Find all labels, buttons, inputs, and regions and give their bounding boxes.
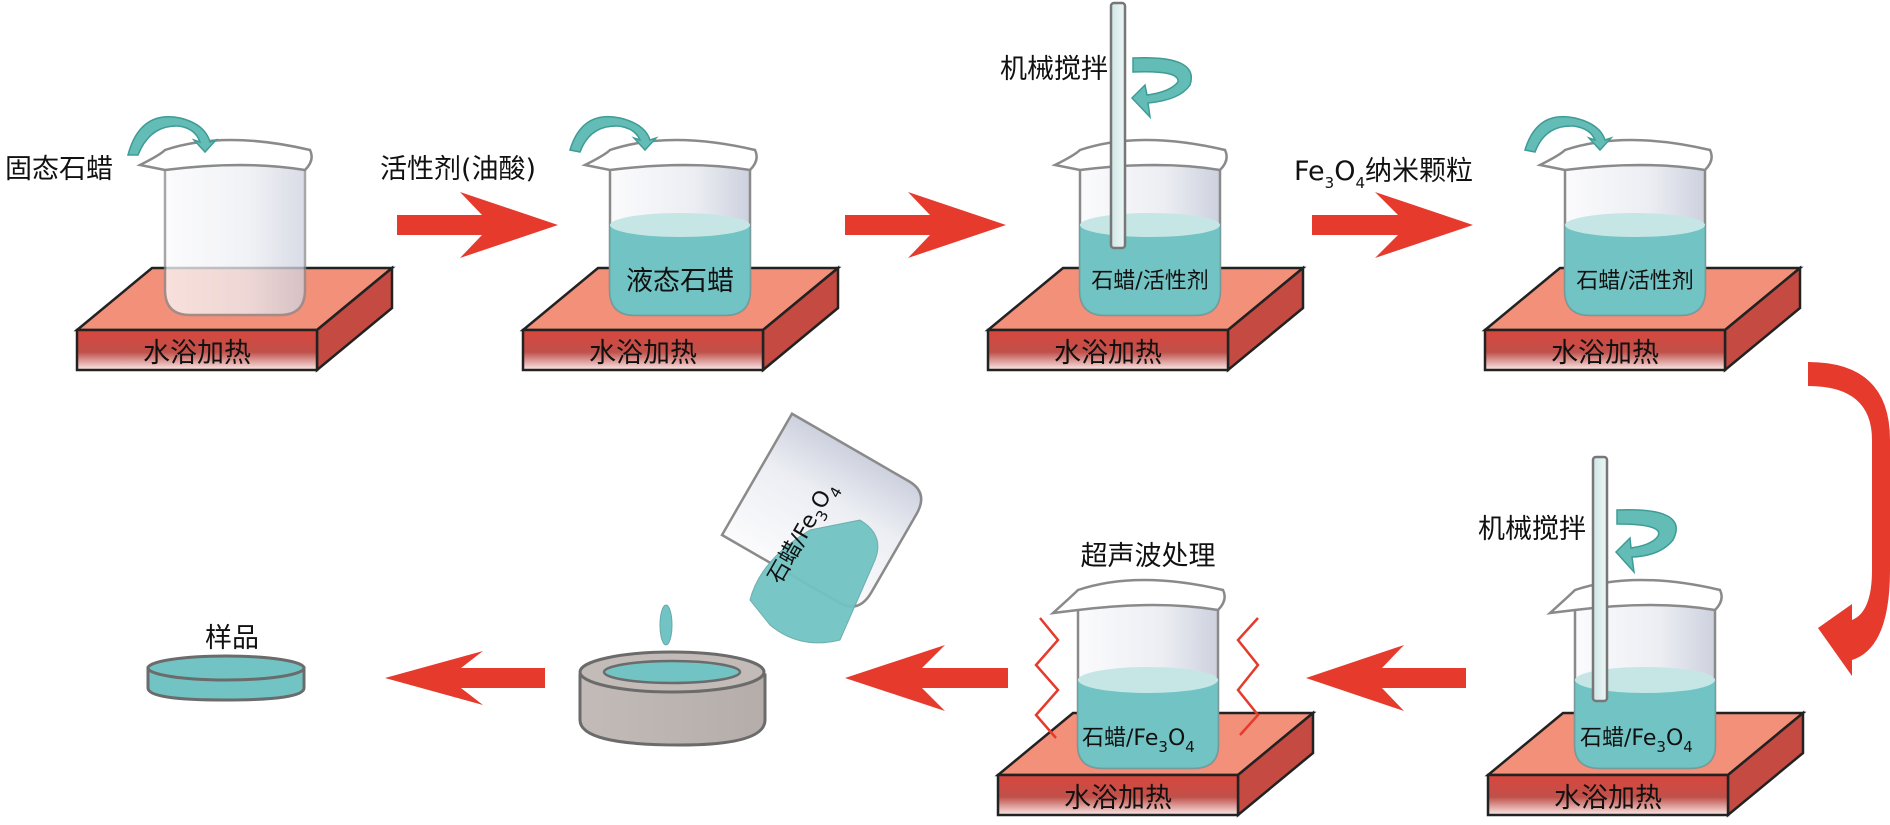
step-7: 石蜡/Fe3O4 [578, 412, 923, 747]
plate-label: 水浴加热 [1054, 338, 1162, 369]
add-arrow-icon [127, 116, 219, 156]
step-4: 水浴加热 石蜡/活性剂 [1483, 116, 1802, 372]
step-label: 超声波处理 [1081, 541, 1216, 572]
vibration-icon [1034, 617, 1060, 739]
droplet [659, 604, 673, 646]
beaker [1536, 138, 1713, 317]
step-label: Fe3O4纳米颗粒 [1294, 156, 1473, 192]
stirring-rod [1109, 1, 1127, 250]
plate-label: 水浴加热 [589, 338, 697, 369]
step-8: 样品 [146, 623, 306, 702]
flow-arrow-curved [1808, 362, 1890, 676]
rotate-arrow-icon [1614, 509, 1677, 575]
step-label: 机械搅拌 [1000, 54, 1108, 85]
step-label: 机械搅拌 [1478, 514, 1586, 545]
flow-arrow-left [385, 651, 545, 705]
flow-arrow-right [845, 192, 1006, 258]
plate-label: 水浴加热 [1064, 783, 1172, 814]
beaker-label: 液态石蜡 [626, 266, 734, 297]
step-2: 水浴加热 液态石蜡 活性剂(油酸) [380, 116, 840, 372]
beaker [136, 138, 313, 317]
plate-label: 水浴加热 [1554, 783, 1662, 814]
add-arrow-icon [1524, 116, 1614, 153]
flow-arrow-left [1306, 645, 1466, 711]
beaker-label: 石蜡/活性剂 [1576, 269, 1693, 294]
add-arrow-icon [569, 116, 659, 153]
beaker-label: 石蜡/活性剂 [1091, 269, 1208, 294]
beaker [1049, 578, 1226, 770]
mold [578, 650, 767, 747]
plate-label: 水浴加热 [143, 338, 251, 369]
flow-arrow-right [397, 192, 558, 258]
step-6: 水浴加热 超声波处理 石蜡/Fe3O4 [996, 541, 1315, 817]
step-5: 水浴加热 机械搅拌 石蜡/Fe3O4 [1478, 455, 1805, 817]
step-label: 活性剂(油酸) [380, 154, 536, 185]
flow-arrow-right [1312, 192, 1473, 258]
beaker [581, 138, 758, 317]
step-label: 样品 [205, 623, 259, 654]
beaker-label: 石蜡/Fe3O4 [1082, 726, 1195, 756]
flow-arrow-left [845, 645, 1008, 711]
rotate-arrow-icon [1130, 56, 1192, 120]
plate-label: 水浴加热 [1551, 338, 1659, 369]
beaker-label: 石蜡/Fe3O4 [1580, 726, 1693, 756]
step-1: 水浴加热 固态石蜡 [5, 116, 394, 372]
step-3: 水浴加热 机械搅拌 石蜡/活性剂 [986, 1, 1305, 372]
stirring-rod [1591, 455, 1609, 703]
step-label: 固态石蜡 [5, 154, 113, 185]
vibration-icon [1236, 617, 1260, 736]
